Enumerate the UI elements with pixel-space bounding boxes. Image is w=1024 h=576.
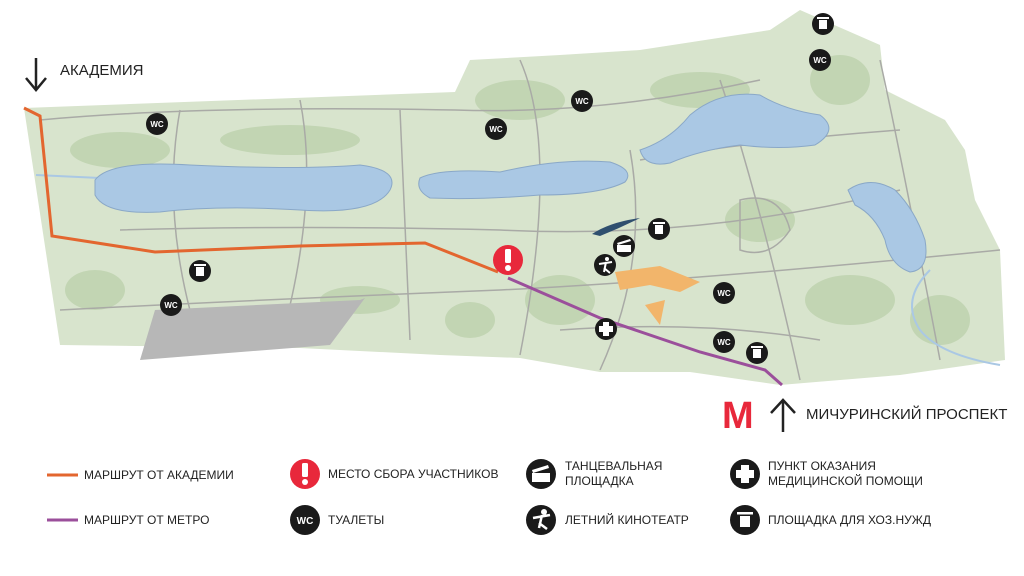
legend-route-academy: МАРШРУТ ОТ АКАДЕМИИ (84, 468, 234, 482)
svg-text:WC: WC (717, 338, 731, 347)
lakes (94, 93, 927, 273)
trash-icons (189, 13, 834, 364)
arrow-up-icon (770, 398, 796, 432)
legend-trash-icon (730, 505, 760, 535)
legend-trash: ПЛОЩАДКА ДЛЯ ХОЗ.НУЖД (768, 513, 931, 527)
academy-label: АКАДЕМИЯ (60, 62, 144, 79)
lake-middle (418, 160, 629, 200)
lake-east (847, 182, 927, 273)
cinema-icon[interactable] (613, 235, 635, 257)
svg-text:WC: WC (575, 97, 589, 106)
legend-dance-icon (526, 459, 556, 489)
wc-icon[interactable]: WC (713, 282, 735, 304)
dance-icon[interactable] (594, 254, 616, 276)
route-metro-line (507, 276, 783, 387)
legend-wc-icon: WC (290, 505, 320, 535)
svg-text:WC: WC (717, 289, 731, 298)
svg-text:WC: WC (813, 56, 827, 65)
metro-station-label: МИЧУРИНСКИЙ ПРОСПЕКТ (806, 406, 1008, 423)
gathering-point-icon[interactable] (493, 245, 523, 275)
arrow-down-icon (25, 58, 47, 92)
legend-gathering: МЕСТО СБОРА УЧАСТНИКОВ (328, 467, 499, 481)
route-academy-line (23, 106, 499, 274)
legend-cinema: ЛЕТНИЙ КИНОТЕАТР (565, 513, 689, 527)
trash-icon[interactable] (189, 260, 211, 282)
trash-icon[interactable] (746, 342, 768, 364)
legend-medical-icon (730, 459, 760, 489)
svg-text:WC: WC (164, 301, 178, 310)
legend-cinema-icon (526, 505, 556, 535)
legend-gathering-icon (290, 459, 320, 489)
svg-text:WC: WC (297, 516, 314, 527)
parking-area (140, 298, 365, 360)
legend-route-metro: МАРШРУТ ОТ МЕТРО (84, 513, 210, 527)
svg-text:WC: WC (150, 120, 164, 129)
wc-icon[interactable]: WC (146, 113, 168, 135)
trash-icon[interactable] (812, 13, 834, 35)
wc-icon[interactable]: WC (713, 331, 735, 353)
legend-medical: ПУНКТ ОКАЗАНИЯ МЕДИЦИНСКОЙ ПОМОЩИ (768, 459, 923, 488)
park-paths (39, 59, 1001, 381)
wc-icon[interactable]: WC (160, 294, 182, 316)
legend-dance: ТАНЦЕВАЛЬНАЯ ПЛОЩАДКА (565, 459, 663, 488)
medical-icon[interactable] (595, 318, 617, 340)
wc-icon[interactable]: WC (571, 90, 593, 112)
trash-icon[interactable] (648, 218, 670, 240)
legend-wc: ТУАЛЕТЫ (328, 513, 385, 527)
wc-icon[interactable]: WC (485, 118, 507, 140)
lake-west (94, 163, 393, 213)
bridge (592, 218, 640, 236)
wc-icon[interactable]: WC (809, 49, 831, 71)
venue-area (615, 266, 700, 325)
svg-text:WC: WC (489, 125, 503, 134)
metro-logo: M (722, 395, 754, 437)
wc-icons: WC WC WC WC WC WC WC (146, 49, 831, 353)
lake-northeast (639, 93, 830, 165)
